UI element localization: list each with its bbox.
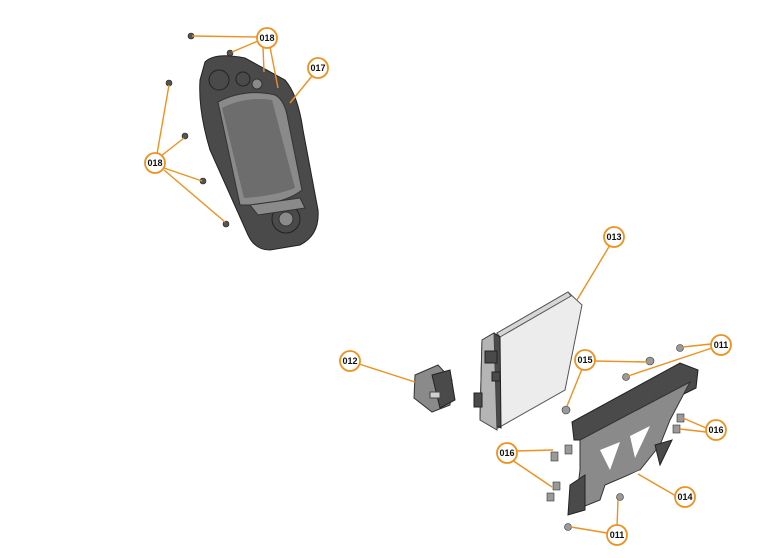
fasteners bbox=[546, 344, 685, 531]
callout-013: 013 bbox=[603, 226, 625, 248]
bolt-016 bbox=[552, 481, 561, 491]
svg-text:012: 012 bbox=[342, 356, 357, 366]
callout-012: 012 bbox=[339, 350, 361, 372]
callout-016-left: 016 bbox=[496, 442, 518, 464]
nut-011 bbox=[616, 493, 624, 501]
callout-011-top: 011 bbox=[710, 334, 732, 356]
display-unit-017 bbox=[199, 55, 319, 251]
bolt-016 bbox=[676, 413, 685, 423]
callout-011-bottom: 011 bbox=[606, 524, 628, 546]
callout-018-left: 018 bbox=[144, 152, 166, 174]
callout-015: 015 bbox=[574, 349, 596, 371]
svg-text:016: 016 bbox=[499, 448, 514, 458]
callout-014: 014 bbox=[674, 486, 696, 508]
nut-011 bbox=[564, 523, 572, 531]
svg-text:013: 013 bbox=[606, 232, 621, 242]
nut-015 bbox=[645, 356, 655, 366]
nut-011 bbox=[622, 373, 630, 381]
leader-lines bbox=[156, 35, 713, 534]
bolt-016 bbox=[546, 492, 555, 502]
svg-text:011: 011 bbox=[714, 340, 729, 350]
nut-015 bbox=[561, 405, 571, 415]
callout-017: 017 bbox=[307, 57, 329, 79]
svg-text:018: 018 bbox=[147, 158, 162, 168]
bolt-016 bbox=[550, 451, 559, 462]
connector-012 bbox=[413, 364, 456, 413]
callout-018-top: 018 bbox=[256, 27, 278, 49]
svg-text:016: 016 bbox=[708, 425, 723, 435]
control-module-013 bbox=[473, 291, 583, 431]
callout-016-right: 016 bbox=[705, 419, 727, 441]
svg-text:011: 011 bbox=[610, 530, 625, 540]
nut-011 bbox=[676, 344, 684, 352]
svg-text:017: 017 bbox=[310, 63, 325, 73]
svg-text:014: 014 bbox=[677, 492, 692, 502]
bracket-014 bbox=[567, 362, 699, 516]
svg-text:018: 018 bbox=[259, 33, 274, 43]
svg-text:015: 015 bbox=[577, 355, 592, 365]
bolt-016 bbox=[672, 424, 681, 434]
bolt-016 bbox=[564, 444, 573, 455]
